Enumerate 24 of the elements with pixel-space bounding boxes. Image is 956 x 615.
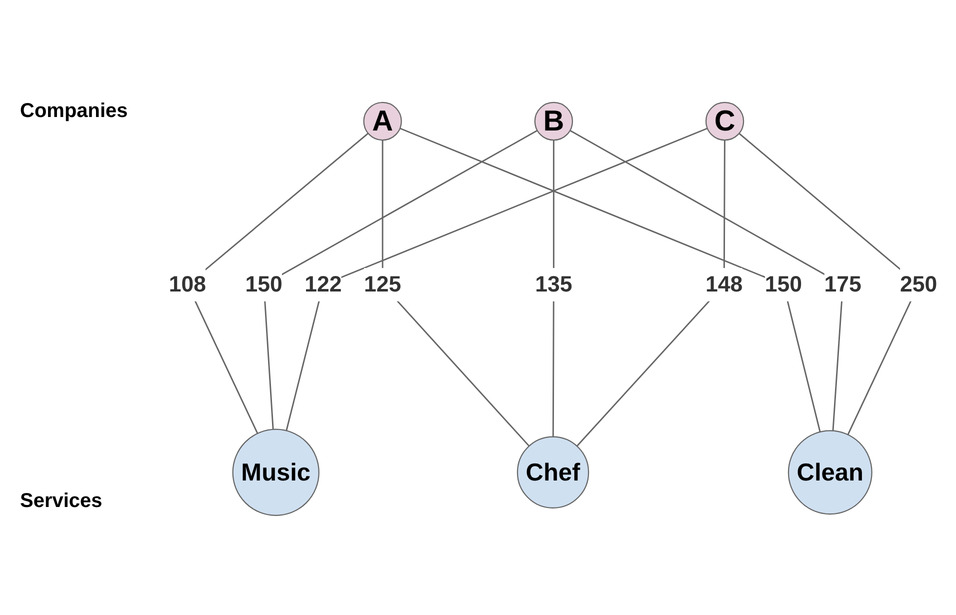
connector (382, 140, 530, 447)
node-circle: B (534, 102, 574, 141)
connector (400, 128, 821, 432)
edge-label: 250 (900, 272, 938, 297)
connector (570, 130, 844, 431)
edge-label: 150 (764, 272, 802, 297)
node-circle: C (705, 102, 744, 141)
edge-label: 122 (304, 272, 342, 297)
edge-label: 175 (824, 272, 862, 297)
node-circle: A (363, 102, 402, 141)
edge-label: 135 (535, 272, 572, 297)
node-circle: Chef (516, 436, 590, 508)
edge-label: 148 (706, 272, 743, 297)
edge-label: 108 (168, 272, 206, 297)
edge-label: 125 (364, 272, 402, 297)
node-circle: Music (232, 428, 320, 516)
connector (576, 140, 726, 447)
row-label: Services (20, 490, 102, 513)
row-label: Companies (20, 100, 128, 123)
connector (552, 140, 554, 437)
node-circle: Clean (788, 430, 872, 515)
edge-label: 150 (245, 272, 282, 297)
connector (286, 128, 708, 431)
connector (263, 130, 538, 430)
